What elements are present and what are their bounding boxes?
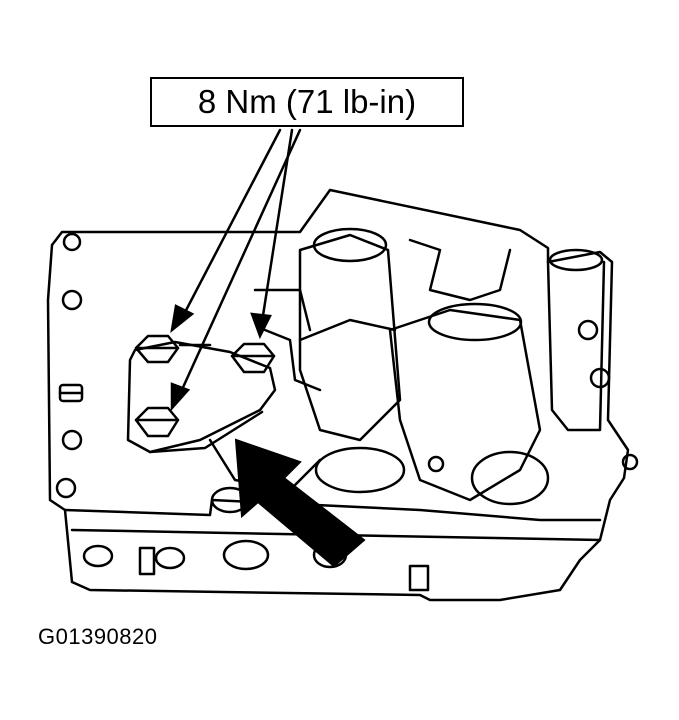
mounting-hole xyxy=(63,431,81,449)
port-hole xyxy=(156,548,184,568)
bore-bottom xyxy=(472,452,548,504)
casting-line xyxy=(410,240,510,300)
leader-line xyxy=(182,130,280,318)
bore-rim xyxy=(300,320,395,340)
direction-arrow xyxy=(236,440,364,566)
leader-line xyxy=(262,130,292,322)
port-slot xyxy=(410,566,428,590)
bore-center xyxy=(390,310,540,500)
retaining-plate-edge xyxy=(150,412,262,452)
spool-top xyxy=(550,250,602,270)
leader-arrowhead xyxy=(252,314,270,336)
retaining-plate xyxy=(128,342,275,452)
port-hole xyxy=(84,546,112,566)
mounting-hole xyxy=(63,291,81,309)
figure-id: G01390820 xyxy=(38,624,158,649)
spool-bolt xyxy=(429,457,443,471)
hex-bolt xyxy=(136,408,178,436)
spool-bolt xyxy=(591,369,609,387)
mounting-hole xyxy=(57,479,75,497)
bore-bottom xyxy=(316,448,404,492)
leader-arrowhead xyxy=(172,306,192,330)
mounting-hole xyxy=(64,234,80,250)
port-slot xyxy=(140,548,154,574)
torque-callout-box: 8 Nm (71 lb-in) xyxy=(150,77,464,127)
bore-top xyxy=(314,229,386,261)
port-hole xyxy=(224,541,268,569)
spool-bolt xyxy=(623,455,637,469)
hex-bolt xyxy=(232,344,274,372)
spool-column xyxy=(548,262,604,430)
bore-left xyxy=(300,235,400,440)
casting-line xyxy=(265,330,320,390)
casting-line xyxy=(255,290,310,330)
leader-arrowhead xyxy=(172,384,188,408)
edge-bolt xyxy=(60,385,82,401)
spool-bolt xyxy=(579,321,597,339)
bore-top xyxy=(429,304,521,340)
torque-callout-text: 8 Nm (71 lb-in) xyxy=(197,83,417,120)
leader-line xyxy=(180,130,300,394)
hex-bolt xyxy=(136,336,178,362)
